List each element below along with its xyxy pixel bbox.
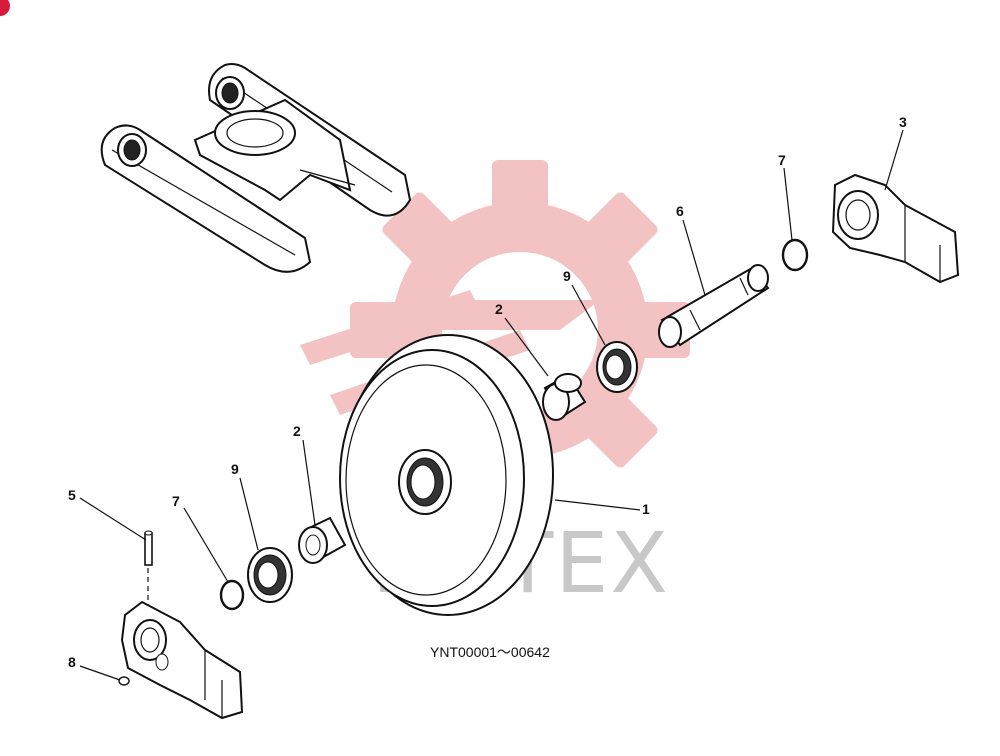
crawler-frame-drawing xyxy=(100,63,412,273)
label-part-2-left: 2 xyxy=(293,423,301,439)
label-part-1: 1 xyxy=(642,501,650,517)
label-part-8: 8 xyxy=(68,654,76,670)
label-part-7-left: 7 xyxy=(172,493,180,509)
corner-badge-icon xyxy=(0,0,10,16)
label-part-7-right: 7 xyxy=(778,152,786,168)
part-2-left-bushing xyxy=(298,516,347,564)
serial-range-text: YNT00001～00642 xyxy=(430,644,550,660)
label-part-5: 5 xyxy=(68,487,76,503)
part-1-idler-wheel xyxy=(339,334,554,616)
part-8-bolt xyxy=(118,676,130,686)
part-2-right-bushing xyxy=(542,373,587,421)
part-9-right-seal xyxy=(596,341,638,393)
label-part-9-right: 9 xyxy=(563,268,571,284)
label-part-9-left: 9 xyxy=(231,461,239,477)
part-5-pin xyxy=(144,530,153,615)
part-3-bracket xyxy=(831,173,960,284)
part-9-left-seal xyxy=(247,547,293,603)
part-7-right-ring xyxy=(781,238,809,272)
label-part-6: 6 xyxy=(676,203,684,219)
label-part-3: 3 xyxy=(899,114,907,130)
part-left-bracket xyxy=(120,600,244,720)
label-part-2-right: 2 xyxy=(495,301,503,317)
leader-lines xyxy=(79,129,904,681)
part-6-shaft xyxy=(658,264,770,348)
part-7-left-ring xyxy=(219,579,245,611)
